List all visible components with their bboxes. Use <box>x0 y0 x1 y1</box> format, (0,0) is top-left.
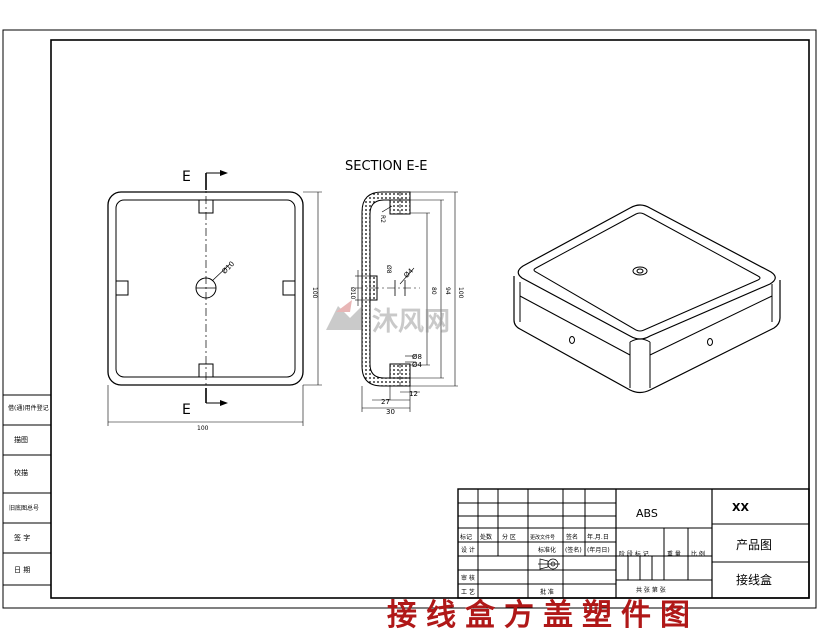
tb-rev-h-file: 更改文件号 <box>530 534 555 541</box>
tb-row-design: 设 计 <box>461 546 475 554</box>
tb-company: XX <box>732 501 749 514</box>
tb-row-process: 工 艺 <box>461 588 475 596</box>
side-cell-sign: 签 字 <box>14 533 30 542</box>
isometric-view <box>513 204 781 394</box>
tb-scale-h: 比 例 <box>691 550 705 558</box>
side-cell-oldno: 旧底图总号 <box>9 504 39 512</box>
watermark-logo <box>326 300 362 330</box>
tb-row-sign: (签名) <box>565 546 582 554</box>
dim-sec-12: 12 <box>409 390 418 398</box>
arrow-top <box>220 170 228 176</box>
side-cell-reg: 借(通)用件登记 <box>8 404 49 412</box>
arrow-bottom <box>220 400 228 406</box>
dim-sec-27: 27 <box>381 398 390 406</box>
outer-border <box>2 29 817 609</box>
tb-stage-h: 阶 段 标 记 <box>619 550 649 558</box>
side-panel <box>2 394 52 586</box>
dim-sec-30: 30 <box>386 408 395 416</box>
side-cell-date: 日 期 <box>14 566 30 574</box>
tb-row-approve: 批 准 <box>540 588 554 596</box>
dim-sec-phi10: Ø10 <box>349 287 356 300</box>
front-view <box>107 172 322 426</box>
dim-sec-100: 100 <box>457 287 464 299</box>
dim-sec-94: 94 <box>444 287 451 295</box>
section-title: SECTION E-E <box>345 159 428 174</box>
dim-sec-r: R2 <box>379 215 386 223</box>
section-view <box>355 191 458 412</box>
dim-sec-phi8-top: Ø8 <box>385 265 392 274</box>
tb-sheet: 共 张 第 张 <box>636 586 666 594</box>
tb-rev-h-sign: 签名 <box>566 533 578 541</box>
side-cell-check: 校描 <box>14 468 28 477</box>
section-mark-bottom: E <box>182 402 191 418</box>
tb-rev-h-zone: 分 区 <box>502 533 516 541</box>
tb-drawing-type: 产品图 <box>736 538 772 552</box>
tb-row-std: 标准化 <box>538 546 556 554</box>
tb-rev-h-count: 处数 <box>480 533 492 541</box>
tb-material: ABS <box>636 507 658 520</box>
bottom-caption: 接线盒方盖塑件图 <box>387 598 699 633</box>
tb-weight-h: 重 量 <box>667 550 681 558</box>
title-block <box>457 488 810 599</box>
dim-front-height: 100 <box>311 287 318 299</box>
tb-row-review: 审 核 <box>461 574 475 582</box>
dim-sec-phi4-bot: Ø4 <box>412 361 423 369</box>
dim-front-width: 100 <box>197 425 209 432</box>
tb-rev-h-date: 年.月.日 <box>587 533 609 541</box>
dim-sec-80: 80 <box>430 287 437 295</box>
tb-part-name: 接线盒 <box>736 572 772 587</box>
section-mark-top: E <box>182 169 191 185</box>
inner-frame <box>50 39 810 599</box>
dim-sec-phi8-bot: Ø8 <box>412 353 422 361</box>
projection-symbol <box>538 558 560 570</box>
side-cell-trace: 描图 <box>14 435 28 444</box>
dim-front-hole: Ø10 <box>220 260 236 276</box>
watermark-text: 沐风网 <box>372 307 450 337</box>
tb-row-date: (年月日) <box>587 546 610 554</box>
tb-rev-h-mark: 标记 <box>460 533 472 541</box>
